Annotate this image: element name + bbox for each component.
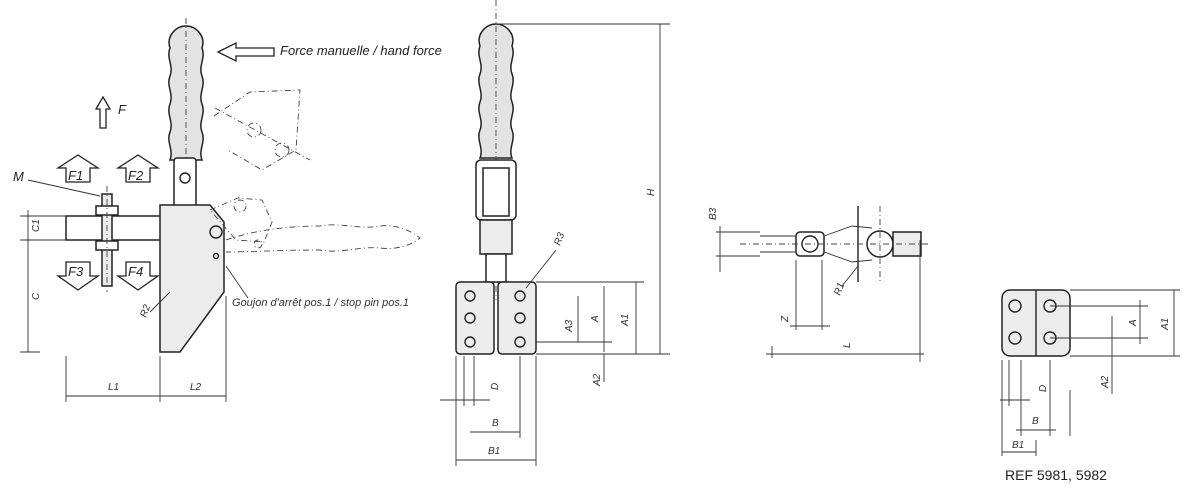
force-f1-arrow bbox=[55, 154, 101, 183]
dim-a1-label: A1 bbox=[620, 314, 631, 327]
plate-d-label: D bbox=[1038, 385, 1049, 392]
dim-b3-label: B3 bbox=[708, 207, 719, 220]
side-view: Force manuelle / hand force F M F1 F2 F3… bbox=[13, 18, 442, 402]
base-plate-view: A1 A A2 D B B1 REF 5981, 5982 bbox=[1000, 289, 1180, 483]
force-f4-label: F4 bbox=[128, 264, 143, 279]
force-f2-arrow bbox=[115, 154, 161, 183]
dim-c1-label: C1 bbox=[31, 219, 42, 232]
reference-text: REF 5981, 5982 bbox=[1005, 467, 1107, 483]
force-f-label: F bbox=[118, 102, 127, 117]
plate-b1-label: B1 bbox=[1012, 440, 1024, 451]
force-f3-label: F3 bbox=[68, 264, 84, 279]
plate-b-label: B bbox=[1032, 416, 1039, 427]
plate-a2-label: A2 bbox=[1100, 375, 1111, 389]
radius-r1-label: R1 bbox=[832, 281, 847, 297]
dim-b1-label: B1 bbox=[488, 446, 500, 457]
hand-force-label: Force manuelle / hand force bbox=[280, 43, 442, 58]
open-position-ghost bbox=[209, 89, 421, 253]
stop-pin-label: Goujon d'arrêt pos.1 / stop pin pos.1 bbox=[232, 297, 409, 309]
radius-r3-label: R3 bbox=[552, 231, 567, 247]
dim-h-label: H bbox=[646, 188, 657, 196]
thread-m-label: M bbox=[13, 169, 24, 184]
dim-a-label: A bbox=[590, 315, 601, 323]
dim-l1-label: L1 bbox=[108, 382, 119, 393]
front-base-right bbox=[497, 281, 537, 355]
dim-z-label: Z bbox=[780, 315, 791, 323]
dim-d-label: D bbox=[490, 383, 501, 390]
force-f2-label: F2 bbox=[128, 168, 144, 183]
dim-l-label: L bbox=[842, 342, 853, 348]
plate-a1-label: A1 bbox=[1160, 318, 1171, 331]
base-plate bbox=[159, 204, 225, 353]
hand-force-arrow bbox=[216, 41, 275, 63]
force-f4-arrow bbox=[115, 261, 161, 291]
dim-l2-label: L2 bbox=[190, 382, 202, 393]
force-f-arrow bbox=[94, 95, 112, 129]
front-view: R3 H A1 A A3 A2 D B B1 bbox=[440, 0, 670, 466]
force-f1-label: F1 bbox=[68, 168, 83, 183]
plate-a-label: A bbox=[1128, 319, 1139, 327]
dim-a3-label: A3 bbox=[564, 319, 575, 333]
dim-b-label: B bbox=[492, 418, 499, 429]
top-view: B3 R1 Z L bbox=[708, 206, 930, 362]
radius-r2-label: R2 bbox=[138, 303, 153, 319]
dim-a2-label: A2 bbox=[592, 373, 603, 387]
force-f3-arrow bbox=[55, 261, 101, 291]
dim-c-label: C bbox=[31, 292, 42, 300]
